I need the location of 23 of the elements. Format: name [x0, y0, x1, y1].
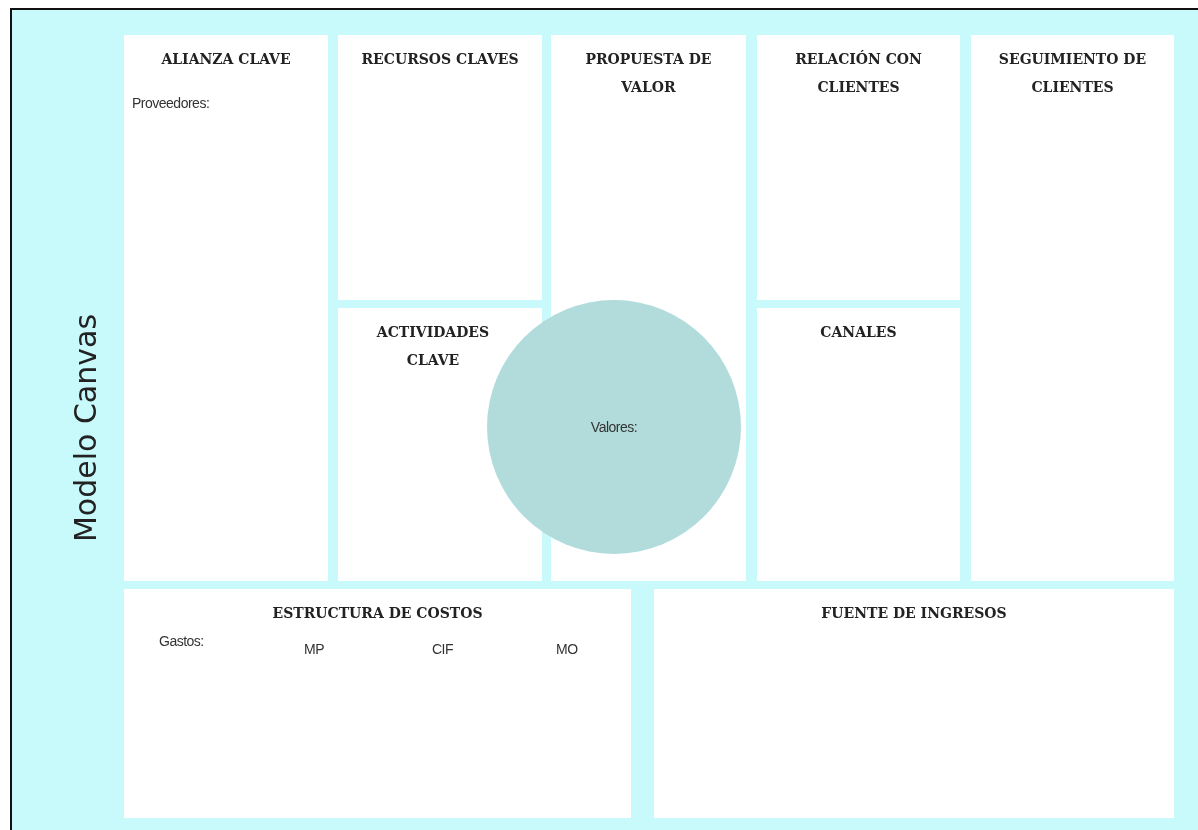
canvas-box [124, 589, 631, 818]
circle-text: Valores: [590, 419, 638, 435]
box-heading: ESTRUCTURA DE COSTOS [271, 604, 484, 623]
canvas-box [124, 35, 328, 581]
box-text: Proveedores: [132, 95, 210, 111]
box-text: MO [556, 641, 578, 657]
box-heading: FUENTE DE INGRESOS [820, 604, 1008, 623]
box-text: CIF [432, 641, 454, 657]
box-heading: PROPUESTA DE VALOR [584, 50, 713, 97]
box-heading: ALIANZA CLAVE [160, 50, 292, 69]
box-text: Gastos: [159, 633, 204, 649]
box-text: MP [304, 641, 324, 657]
page-title: Modelo Canvas [67, 313, 103, 543]
canvas-box [971, 35, 1174, 581]
box-heading: ACTIVIDADES CLAVE [375, 323, 491, 370]
canvas-box [338, 35, 542, 300]
canvas-box [654, 589, 1174, 818]
canvas-box [757, 35, 960, 300]
canvas-box [757, 308, 960, 581]
box-heading: CANALES [819, 323, 898, 342]
box-heading: SEGUIMIENTO DE CLIENTES [997, 50, 1148, 97]
box-heading: RELACIÓN CON CLIENTES [794, 49, 923, 97]
box-heading: RECURSOS CLAVES [360, 50, 520, 69]
